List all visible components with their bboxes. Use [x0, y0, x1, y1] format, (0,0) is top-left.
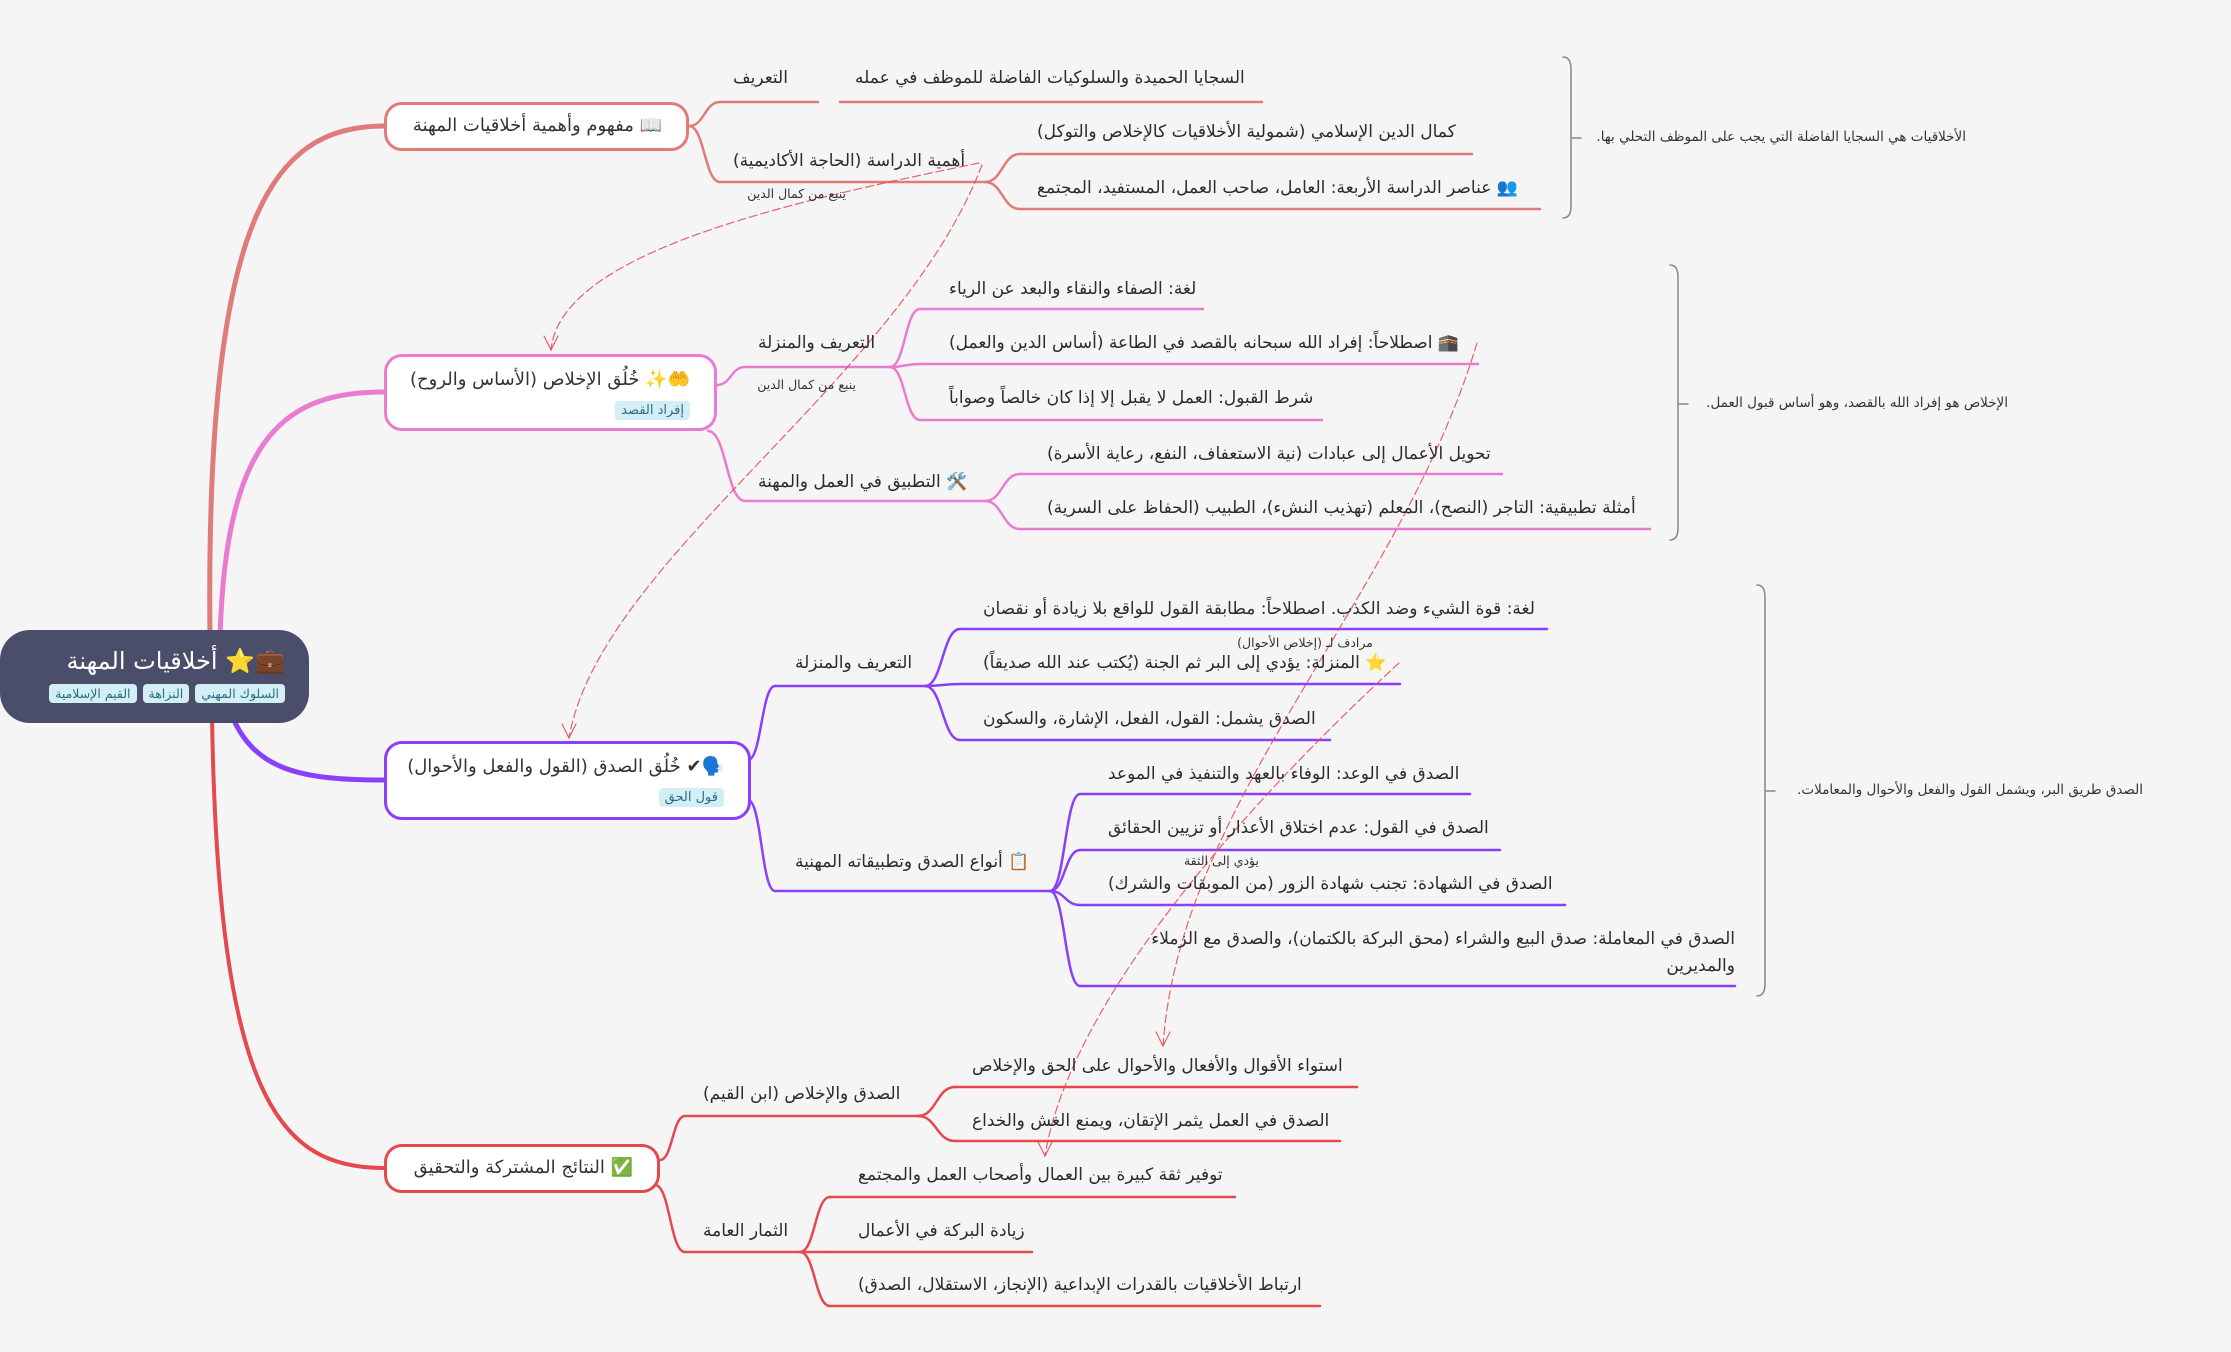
- branch-node-concept[interactable]: 📖 مفهوم وأهمية أخلاقيات المهنة: [384, 102, 689, 151]
- relation-label: ينبع من كمال الدين: [757, 377, 856, 392]
- branch-tag: إفراد القصد: [615, 401, 690, 420]
- root-connector: [217, 389, 387, 643]
- relation-line: [568, 164, 983, 739]
- leaf-item[interactable]: 👥 عناصر الدراسة الأربعة: العامل، صاحب ال…: [1037, 178, 1518, 198]
- branch-connector: [983, 472, 1022, 503]
- branch-tag: قول الحق: [658, 788, 724, 807]
- summary-bracket: [1562, 56, 1582, 219]
- branch-connector: [916, 1114, 957, 1143]
- branch-connector: [746, 798, 777, 893]
- branch-connector: [658, 1114, 687, 1162]
- topic-definition[interactable]: التعريف والمنزلة: [758, 333, 876, 353]
- topic-importance[interactable]: أهمية الدراسة (الحاجة الأكاديمية): [733, 151, 966, 171]
- leaf-item[interactable]: شرط القبول: العمل لا يقبل إلا إذا كان خا…: [949, 388, 1314, 408]
- summary-text: الإخلاص هو إفراد الله بالقصد، وهو أساس ق…: [1706, 395, 2008, 411]
- root-tag: السلوك المهني: [195, 684, 285, 703]
- leaf-item[interactable]: الصدق يشمل: القول، الفعل، الإشارة، والسك…: [983, 709, 1316, 729]
- root-title: 💼⭐ أخلاقيات المهنة: [66, 647, 286, 675]
- summary-bracket: [1669, 264, 1689, 541]
- relation-label: ينبع من كمال الدين: [747, 186, 846, 201]
- leaf-item[interactable]: الصدق في الوعد: الوفاء بالعهد والتنفيذ ف…: [1108, 764, 1460, 784]
- branch-connector: [798, 1250, 832, 1308]
- relation-arrow-icon: [1037, 1141, 1053, 1158]
- branch-connector: [1048, 848, 1082, 893]
- branch-node-results[interactable]: ✅ النتائج المشتركة والتحقيق: [384, 1144, 660, 1193]
- topic-definition[interactable]: التعريف: [733, 68, 788, 88]
- branch-title: 📖 مفهوم وأهمية أخلاقيات المهنة: [412, 115, 662, 136]
- summary-text: الأخلاقيات هي السجايا الفاضلة التي يجب ع…: [1596, 129, 1966, 145]
- leaf-item[interactable]: زيادة البركة في الأعمال: [858, 1221, 1025, 1241]
- relation-line: [1162, 342, 1478, 1047]
- leaf-item[interactable]: تحويل الأعمال إلى عبادات (نية الاستعفاف،…: [1047, 444, 1491, 464]
- branch-connector: [923, 684, 962, 742]
- leaf-item[interactable]: توفير ثقة كبيرة بين العمال وأصحاب العمل …: [858, 1165, 1223, 1185]
- branch-connector: [687, 100, 722, 128]
- branch-connector: [888, 307, 922, 369]
- leaf-item[interactable]: 🕋 اصطلاحاً: إفراد الله سبحانه بالقصد في …: [949, 333, 1460, 353]
- branch-connector: [983, 499, 1022, 531]
- topic-application[interactable]: 🛠️ التطبيق في العمل والمهنة: [758, 472, 968, 492]
- relation-arrow-icon: [561, 723, 577, 740]
- summary-bracket: [1756, 584, 1776, 997]
- leaf-item[interactable]: الصدق في الشهادة: تجنب شهادة الزور (من ا…: [1108, 874, 1553, 894]
- branch-title: ✅ النتائج المشتركة والتحقيق: [413, 1157, 633, 1178]
- branch-connector: [653, 1183, 687, 1254]
- relation-arrow-icon: [543, 335, 559, 352]
- topic-types[interactable]: 📋 أنواع الصدق وتطبيقاته المهنية: [795, 852, 1030, 872]
- leaf-item[interactable]: أمثلة تطبيقية: التاجر (النصح)، المعلم (ت…: [1047, 498, 1636, 518]
- branch-connector: [1048, 792, 1082, 893]
- topic-fruits[interactable]: الثمار العامة: [703, 1221, 789, 1241]
- leaf-item[interactable]: الصدق في المعاملة: صدق البيع والشراء (مح…: [1151, 929, 1735, 976]
- branch-connector: [715, 365, 747, 387]
- branch-connector: [888, 365, 922, 422]
- leaf-item[interactable]: استواء الأقوال والأفعال والأحوال على الح…: [972, 1056, 1343, 1076]
- leaf-item[interactable]: الصدق في القول: عدم اختلاق الأعذار أو تز…: [1108, 818, 1489, 838]
- root-tag: القيم الإسلامية: [49, 684, 137, 703]
- branch-connector: [1048, 889, 1082, 988]
- branch-connector: [983, 152, 1022, 184]
- leaf-item[interactable]: السجايا الحميدة والسلوكيات الفاضلة للموظ…: [855, 68, 1245, 88]
- branch-node-sidq[interactable]: 🗣️✔ خُلُق الصدق (القول والفعل والأحوال) …: [384, 741, 751, 820]
- topic-definition[interactable]: التعريف والمنزلة: [795, 653, 913, 673]
- leaf-item[interactable]: كمال الدين الإسلامي (شمولية الأخلاقيات ك…: [1037, 122, 1456, 142]
- root-node[interactable]: 💼⭐ أخلاقيات المهنة السلوك المهني النزاهة…: [0, 630, 309, 723]
- root-connector: [210, 714, 386, 1170]
- relation-line: [550, 162, 980, 351]
- branch-connector: [798, 1195, 832, 1254]
- root-connector: [207, 123, 387, 643]
- leaf-item[interactable]: لغة: الصفاء والنقاء والبعد عن الرياء: [949, 279, 1197, 299]
- branch-connector: [916, 1085, 957, 1118]
- leaf-item[interactable]: ارتباط الأخلاقيات بالقدرات الإبداعية (ال…: [858, 1275, 1302, 1295]
- branch-connector: [746, 684, 777, 762]
- summary-text: الصدق طريق البر، ويشمل القول والفعل والأ…: [1797, 782, 2143, 798]
- relation-arrow-icon: [1155, 1031, 1171, 1048]
- leaf-item[interactable]: لغة: قوة الشيء وضد الكذب. اصطلاحاً: مطاب…: [983, 599, 1535, 619]
- relation-label: يؤدي إلى الثقة: [1183, 853, 1259, 868]
- leaf-item[interactable]: ⭐ المنزلة: يؤدي إلى البر ثم الجنة (يُكتب…: [983, 653, 1387, 673]
- branch-connector: [983, 180, 1022, 211]
- branch-title: 🗣️✔ خُلُق الصدق (القول والفعل والأحوال): [407, 756, 724, 777]
- topic-sidq-ikhlas[interactable]: الصدق والإخلاص (ابن القيم): [703, 1084, 901, 1104]
- relation-line: [1044, 662, 1400, 1157]
- branch-title: 🤲✨ خُلُق الإخلاص (الأساس والروح): [410, 369, 690, 390]
- leaf-item[interactable]: الصدق في العمل يثمر الإتقان، ويمنع الغش …: [972, 1111, 1330, 1131]
- relation-label: مرادف لـ (إخلاص الأحوال): [1237, 635, 1373, 650]
- branch-node-ikhlas[interactable]: 🤲✨ خُلُق الإخلاص (الأساس والروح) إفراد ا…: [384, 354, 717, 431]
- root-tag: النزاهة: [142, 684, 190, 703]
- root-connector: [229, 713, 387, 783]
- branch-connector: [706, 429, 747, 503]
- branch-connector: [923, 627, 962, 688]
- branch-connector: [687, 124, 722, 184]
